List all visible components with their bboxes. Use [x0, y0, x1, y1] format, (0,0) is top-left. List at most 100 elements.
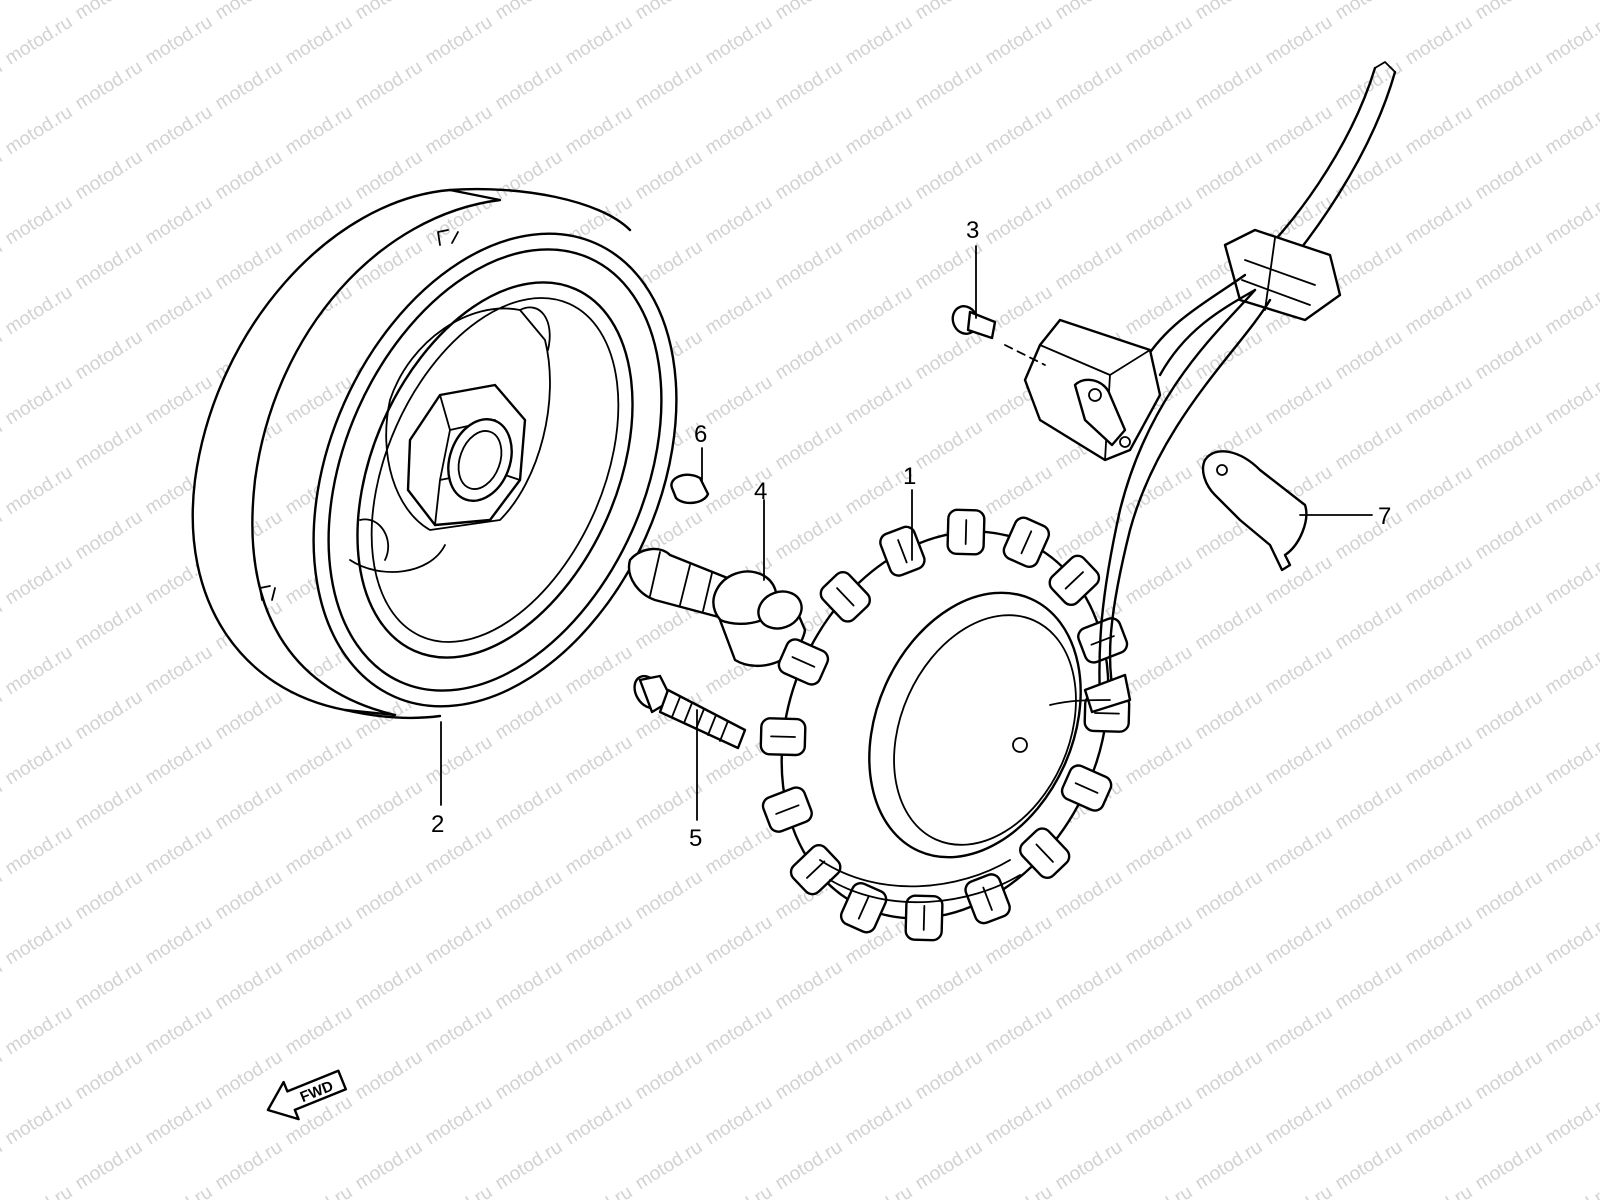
watermark-text: motod.ru [142, 822, 217, 880]
watermark-text: motod.ru [562, 1002, 637, 1060]
watermark-text: motod.ru [1192, 687, 1267, 745]
watermark-text: motod.ru [562, 1182, 637, 1200]
watermark-text: motod.ru [422, 1002, 497, 1060]
watermark-text: motod.ru [1472, 57, 1547, 115]
watermark-text: motod.ru [2, 552, 77, 610]
watermark-text: motod.ru [352, 57, 427, 115]
watermark-text: motod.ru [1332, 1047, 1407, 1105]
watermark-text: motod.ru [1262, 642, 1337, 700]
watermark-text: motod.ru [562, 822, 637, 880]
watermark-text: motod.ru [702, 912, 777, 970]
watermark-text: motod.ru [982, 1002, 1057, 1060]
stator-pole-line [770, 735, 796, 738]
watermark-text: motod.ru [72, 957, 147, 1015]
watermark-text: motod.ru [1052, 237, 1127, 295]
watermark-text: motod.ru [1472, 1137, 1547, 1195]
watermark-text: motod.ru [982, 102, 1057, 160]
watermark-text: motod.ru [212, 957, 287, 1015]
watermark-text: motod.ru [1332, 777, 1407, 835]
watermark-text: motod.ru [562, 912, 637, 970]
watermark-text: motod.ru [72, 147, 147, 205]
watermark-text: motod.ru [912, 0, 987, 24]
watermark-text: motod.ru [1542, 912, 1600, 970]
watermark-text: motod.ru [912, 237, 987, 295]
watermark-text: motod.ru [842, 282, 917, 340]
watermark-text: motod.ru [0, 867, 6, 925]
watermark-text: motod.ru [772, 147, 847, 205]
watermark-text: motod.ru [212, 867, 287, 925]
callout-labels: 1 2 3 4 5 6 7 [431, 217, 1391, 852]
watermark-text: motod.ru [982, 1092, 1057, 1150]
watermark-text: motod.ru [1542, 192, 1600, 250]
watermark-text: motod.ru [1262, 552, 1337, 610]
watermark-text: motod.ru [702, 102, 777, 160]
watermark-text: motod.ru [1192, 147, 1267, 205]
watermark-text: motod.ru [912, 957, 987, 1015]
watermark-text: motod.ru [702, 282, 777, 340]
stator-pole-line [836, 587, 855, 607]
watermark-text: motod.ru [72, 417, 147, 475]
watermark-text: motod.ru [1262, 1092, 1337, 1150]
watermark-text: motod.ru [1262, 102, 1337, 160]
watermark-text: motod.ru [72, 507, 147, 565]
watermark-text: motod.ru [1402, 1182, 1477, 1200]
watermark-text: motod.ru [1542, 462, 1600, 520]
watermark-text: motod.ru [982, 192, 1057, 250]
watermark-text: motod.ru [1192, 957, 1267, 1015]
watermark-text: motod.ru [72, 777, 147, 835]
watermark-text: motod.ru [2, 462, 77, 520]
watermark-text: motod.ru [1052, 957, 1127, 1015]
watermark-text: motod.ru [702, 12, 777, 70]
watermark-text: motod.ru [1402, 552, 1477, 610]
watermark-text: motod.ru [632, 957, 707, 1015]
watermark-text: motod.ru [72, 597, 147, 655]
watermark-text: motod.ru [1052, 147, 1127, 205]
watermark-text: motod.ru [1472, 0, 1547, 24]
rotor-flywheel [191, 187, 678, 720]
watermark-text: motod.ru [0, 147, 6, 205]
watermark-text: motod.ru [72, 1047, 147, 1105]
stator-pole-line [775, 804, 800, 815]
watermark-text: motod.ru [562, 12, 637, 70]
watermark-text: motod.ru [142, 1182, 217, 1200]
watermark-text: motod.ru [702, 1092, 777, 1150]
watermark-text: motod.ru [1402, 822, 1477, 880]
watermark-text: motod.ru [1262, 1002, 1337, 1060]
wire-guide-clamp [1201, 450, 1308, 572]
watermark-text: motod.ru [772, 417, 847, 475]
watermark-text: motod.ru [632, 867, 707, 925]
watermark-text: motod.ru [0, 417, 6, 475]
watermark-text: motod.ru [1122, 282, 1197, 340]
watermark-text: motod.ru [1402, 102, 1477, 160]
watermark-text: motod.ru [982, 12, 1057, 70]
watermark-text: motod.ru [912, 147, 987, 205]
watermark-text: motod.ru [2, 12, 77, 70]
callout-4: 4 [754, 478, 767, 505]
watermark-text: motod.ru [1402, 282, 1477, 340]
watermark-text: motod.ru [772, 1047, 847, 1105]
callout-2: 2 [431, 811, 444, 838]
watermark-text: motod.ru [1542, 282, 1600, 340]
watermark-text: motod.ru [1332, 597, 1407, 655]
watermark-text: motod.ru [72, 327, 147, 385]
watermark-text: motod.ru [702, 372, 777, 430]
watermark-text: motod.ru [72, 687, 147, 745]
stator-pole-line [1074, 782, 1099, 794]
watermark-text: motod.ru [2, 1182, 77, 1200]
stator-pole-line [897, 539, 908, 564]
callout-5: 5 [689, 825, 702, 852]
watermark-text: motod.ru [1122, 642, 1197, 700]
watermark-text: motod.ru [2, 1092, 77, 1150]
watermark-text: motod.ru [1332, 417, 1407, 475]
watermark-text: motod.ru [2, 102, 77, 160]
watermark-text: motod.ru [1472, 1047, 1547, 1105]
watermark-text: motod.ru [562, 642, 637, 700]
watermark-text: motod.ru [352, 1137, 427, 1195]
stator-pole-line [1094, 712, 1120, 715]
watermark-text: motod.ru [1402, 1002, 1477, 1060]
watermark-text: motod.ru [2, 192, 77, 250]
watermark-text: motod.ru [142, 102, 217, 160]
watermark-text: motod.ru [702, 822, 777, 880]
leader-lines [440, 245, 1373, 821]
watermark-text: motod.ru [702, 192, 777, 250]
